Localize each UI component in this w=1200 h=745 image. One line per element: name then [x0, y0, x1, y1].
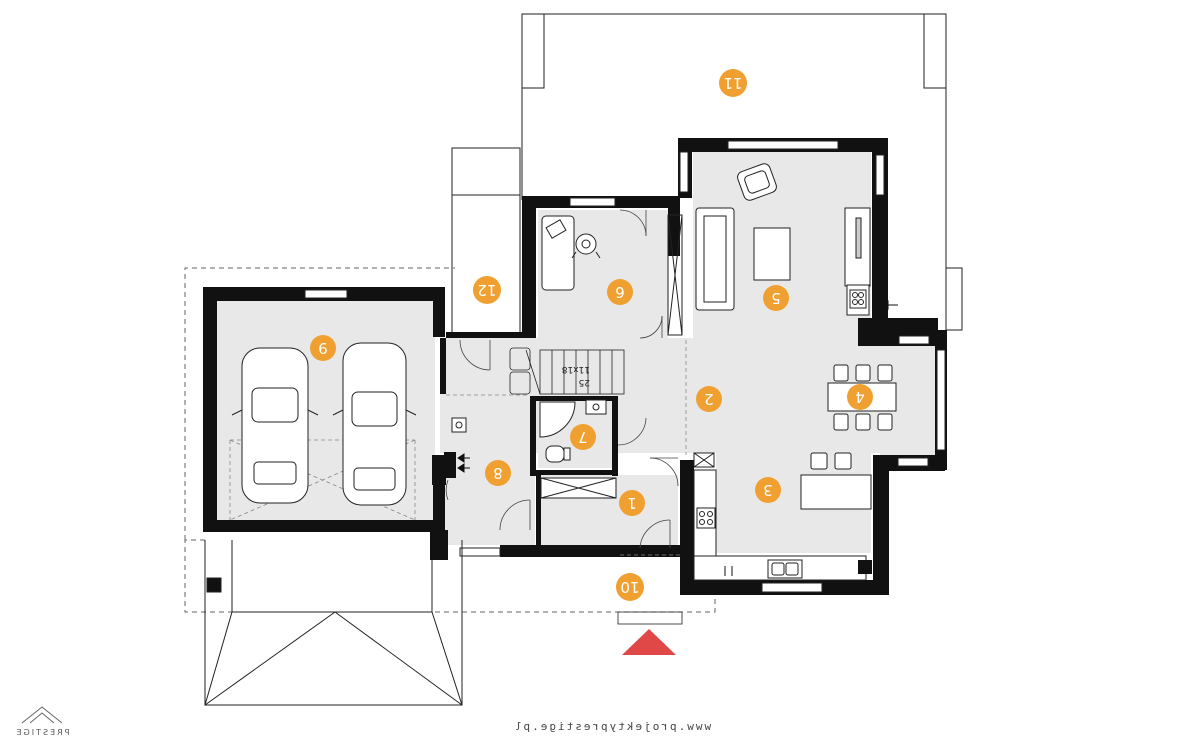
- room-marker-6: 6: [607, 279, 633, 305]
- room-marker-10: 10: [616, 573, 644, 601]
- entrance-steps: [617, 611, 683, 625]
- room-marker-5: 5: [763, 285, 789, 311]
- armchair-icon: [737, 163, 777, 201]
- terrace-outline: [521, 13, 963, 331]
- svg-text:3: 3: [763, 481, 773, 499]
- brand-text: PRESTIGE: [14, 728, 69, 737]
- room-marker-7: 7: [570, 424, 596, 450]
- windows: [304, 140, 946, 593]
- stove-icon: [849, 289, 867, 309]
- svg-text:12: 12: [477, 281, 496, 299]
- arrows: [457, 300, 898, 576]
- svg-text:2: 2: [704, 390, 714, 408]
- svg-text:6: 6: [615, 283, 625, 301]
- shower-icon: [539, 401, 576, 438]
- website-text: www.projektyprestige.pl: [513, 720, 711, 733]
- sink-icon: [451, 399, 607, 433]
- sink-icon: [767, 559, 803, 579]
- brand-logo-icon: [21, 706, 63, 724]
- svg-text:8: 8: [493, 464, 503, 482]
- stairs-label-line2: 25: [579, 377, 590, 387]
- storage-1-shelf: [540, 477, 617, 499]
- svg-text:9: 9: [318, 339, 328, 357]
- doors: [445, 209, 679, 549]
- room-marker-2: 2: [696, 386, 722, 412]
- storage-12: [451, 147, 521, 334]
- room-marker-3: 3: [755, 477, 781, 503]
- room-marker-11: 11: [719, 69, 747, 97]
- room-marker-12: 12: [473, 276, 501, 304]
- carport-outline: [184, 267, 716, 613]
- living-room-furniture: [695, 207, 871, 316]
- svg-text:1: 1: [627, 494, 637, 512]
- room-marker-8: 8: [485, 460, 511, 486]
- room-marker-1: 1: [619, 490, 645, 516]
- svg-text:7: 7: [578, 428, 588, 446]
- office-furniture: [541, 214, 683, 336]
- room-marker-9: 9: [310, 335, 336, 361]
- car-icon: [231, 347, 319, 504]
- entrance-arrow-icon: [622, 629, 676, 655]
- stairs-label-line1: 11x18: [561, 364, 590, 374]
- room-markers: 1 2 3 4 5 6 7 8: [310, 69, 873, 601]
- toilet-icon: [545, 445, 571, 463]
- car-icon: [332, 342, 417, 506]
- svg-text:10: 10: [620, 578, 639, 596]
- svg-text:4: 4: [855, 388, 865, 406]
- stairs: [509, 347, 625, 395]
- svg-text:5: 5: [771, 289, 781, 307]
- utility-marks: [444, 452, 872, 574]
- room-marker-4: 4: [847, 384, 873, 410]
- carport-roof: [204, 540, 463, 706]
- stove-icon: [696, 507, 716, 529]
- office-chair-icon: [571, 233, 601, 259]
- svg-text:11: 11: [723, 74, 742, 92]
